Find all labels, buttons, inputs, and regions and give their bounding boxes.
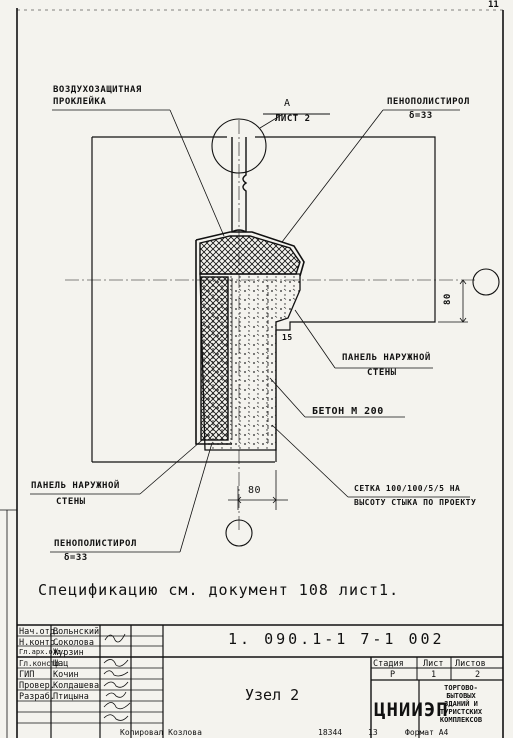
panel-left-label: ПАНЕЛЬ НАРУЖНОЙ СТЕНЫ [31,481,120,507]
sheets-header: Листов [455,659,486,669]
name-1: Соколова [53,638,94,648]
copy-number: 13 [368,728,378,737]
left-wall-panel [91,136,275,463]
panel-right-label: ПАНЕЛЬ НАРУЖНОЙ СТЕНЫ [342,353,431,378]
corner-mark: 11 [488,0,499,10]
name-2: Журзин [53,648,84,658]
role-1: Н.контр. [19,638,60,648]
name-0: Вольнский [53,627,100,637]
mesh-label: СЕТКА 100/100/5/5 НА ВЫСОТУ СТЫКА ПО ПРО… [354,484,477,507]
name-3: Шац [53,659,69,669]
centre-lines [65,120,475,530]
dimension-lines [228,279,468,510]
title-block-grid [17,624,503,738]
organization: ЦНИИЭП [374,699,449,721]
sheet-frame [0,8,504,738]
stage-header: Стадия [373,659,404,669]
stage-value: Р [390,670,396,680]
role-6: Разраб. [19,692,55,702]
role-4: ГИП [19,670,35,680]
foam-insulation-vertical [200,276,229,441]
specification-note: Спецификацию см. документ 108 лист1. [38,581,400,599]
leader-lines [30,109,470,553]
name-4: Кочин [53,670,79,680]
role-3: Гл.констр. [19,659,65,668]
concrete-label: БЕТОН М 200 [312,406,384,417]
format-label: Формат А4 [405,728,449,737]
axis-circle-right [472,268,500,296]
signatures [103,633,131,721]
order-number: 18344 [318,728,343,737]
dim-80-vertical: 80 [443,293,453,305]
role-5: Провер. [19,681,55,691]
callout-circle-a [211,118,267,174]
sheets-value: 2 [475,670,481,680]
dim-80-horizontal: 80 [248,485,262,496]
axis-circle-bottom [225,519,253,547]
node-title: Узел 2 [245,686,300,704]
sheet-header: Лист [423,659,444,669]
foam-bottom-label: ПЕНОПОЛИСТИРОЛ δ=33 [54,539,137,563]
foam-insulation-top [199,235,301,275]
document-number: 1. 090.1-1 7-1 002 [228,630,445,648]
air-barrier-label: ВОЗДУХОЗАЩИТНАЯ ПРОКЛЕЙКА [53,85,142,107]
sheet-value: 1 [431,670,437,680]
dim-15: 15 [282,333,293,342]
role-2: Гл.арх.отд. [19,648,66,656]
purpose-text: ТОРГОВО- БЫТОВЫХ ЗДАНИЙ И ТУРИСТСКИХ КОМ… [439,684,483,724]
callout-letter: А [284,98,291,109]
foam-top-label: ПЕНОПОЛИСТИРОЛ δ=33 [387,97,470,121]
role-0: Нач.отд. [19,627,60,637]
name-6: Птицына [53,692,89,702]
copied-by: Копировал Козлова [120,728,202,737]
name-5: Колдашева [53,681,100,691]
callout-sheet: ЛИСТ 2 [275,114,311,124]
